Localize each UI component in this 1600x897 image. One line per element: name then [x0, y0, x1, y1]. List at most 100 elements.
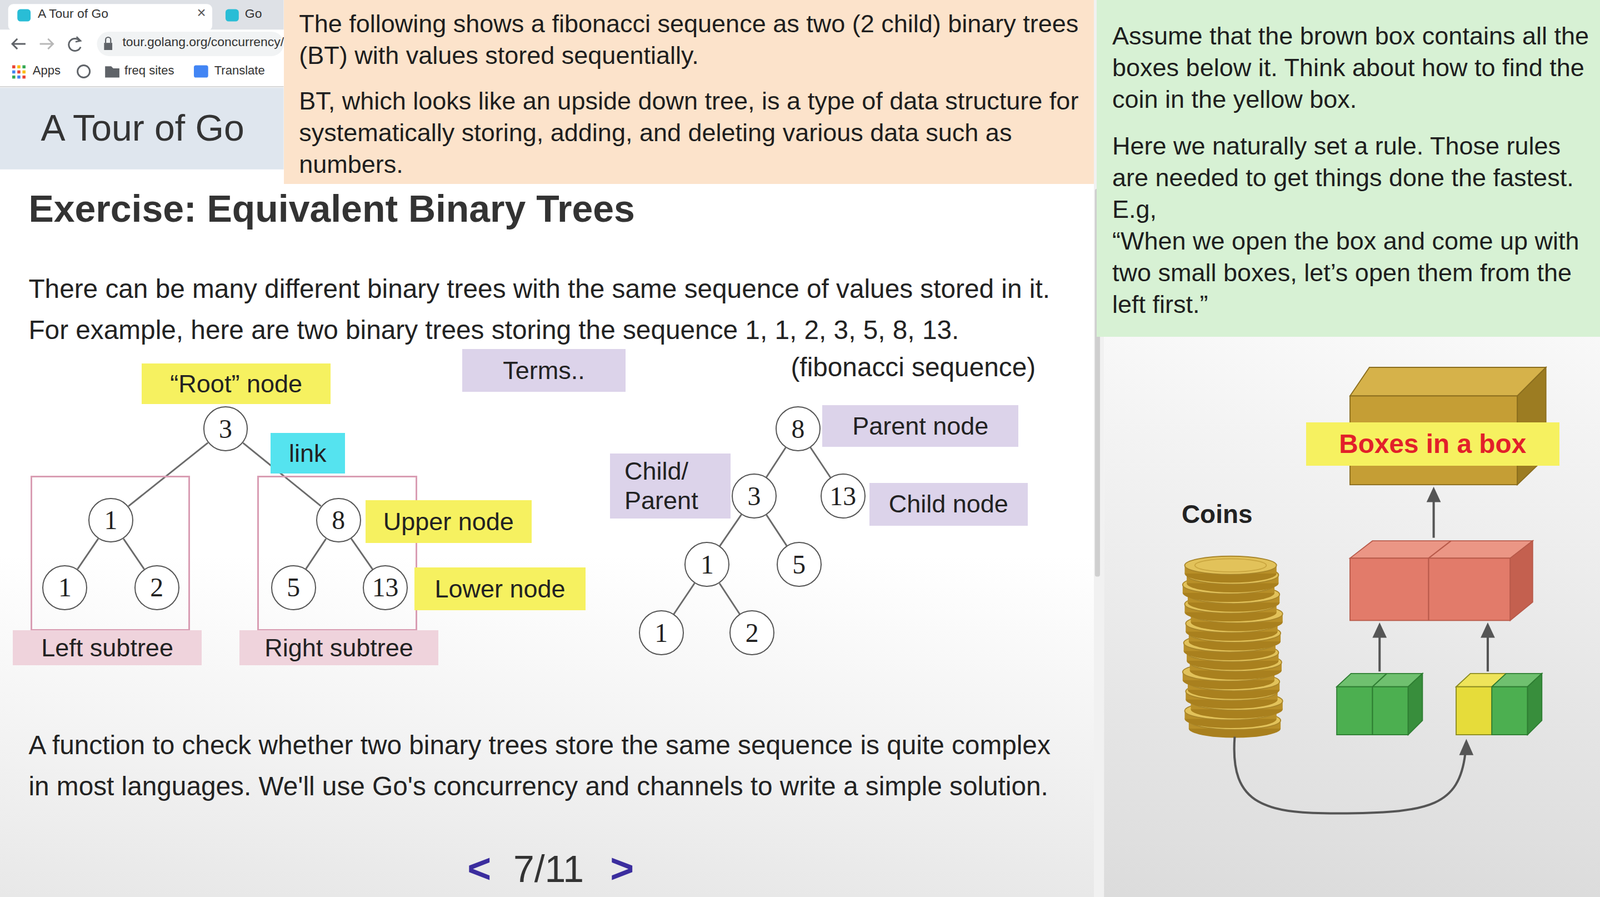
node-value: 13: [372, 573, 399, 601]
node-value: 1: [104, 506, 118, 534]
term-tag: Parent node: [822, 405, 1019, 447]
bookmark: freq sites: [124, 63, 174, 78]
tab-title: Go: [245, 6, 263, 22]
tree-link: [719, 582, 740, 614]
tree-link: [128, 442, 208, 507]
callout-text: Lower node: [434, 573, 565, 604]
red-box: [1350, 540, 1533, 558]
tree-node: 8: [316, 497, 362, 543]
green-box: [1336, 686, 1409, 735]
browser-chrome: [105, 37, 111, 43]
coin-stack: [1182, 556, 1283, 738]
callout-text: Child node: [888, 488, 1009, 519]
browser-chrome: [22, 70, 26, 74]
box-arrows: [1432, 500, 1435, 538]
tree-node: 1: [88, 497, 134, 543]
callout-tag: link: [270, 432, 345, 474]
note-text: Assume that the brown box contains all t…: [1112, 20, 1590, 116]
browser-chrome: [193, 65, 209, 78]
tree-link: [810, 447, 831, 478]
tree-link: [766, 514, 787, 546]
title-tag: Boxes in a box: [1306, 422, 1560, 465]
callout-tag: Lower node: [414, 567, 587, 610]
subtree-outline: Right subtree8513: [257, 475, 418, 631]
note-panel: The following shows a fibonacci sequence…: [283, 0, 1094, 184]
tree-node: 13: [362, 565, 408, 610]
node-value: 8: [331, 506, 345, 534]
red-box: [1510, 540, 1533, 620]
coin-stack: [1184, 556, 1277, 583]
callout-text: Terms..: [502, 355, 585, 386]
box-arrows: [1378, 634, 1381, 672]
term-tag: Child/ Parent: [610, 453, 731, 519]
body-text: There can be many different binary trees…: [28, 268, 1090, 350]
address-url: tour.golang.org/concurrency/: [122, 34, 284, 50]
node-value: 5: [286, 573, 300, 601]
callout-text: Parent node: [852, 411, 989, 442]
note-text: “When we open the box and come up with t…: [1112, 225, 1590, 321]
yellow-green-box: [1527, 673, 1543, 735]
browser-chrome: [22, 75, 26, 79]
box-arrows: [1486, 634, 1489, 672]
green-box: [1371, 686, 1373, 735]
box-arrows: [1480, 622, 1495, 638]
browser-chrome: [0, 0, 284, 87]
yellow-green-box: [1491, 686, 1528, 735]
box-arrows: [1234, 486, 1495, 814]
callout-text: link: [288, 438, 327, 469]
node-value: 8: [791, 415, 805, 443]
browser-chrome: [0, 86, 284, 88]
callout-tag: Upper node: [365, 500, 532, 543]
site-header: A Tour of Go: [40, 106, 244, 150]
note-text: BT, which looks like an upside down tree…: [298, 85, 1085, 181]
browser-chrome: [17, 75, 21, 79]
tree-node: 8: [775, 406, 821, 452]
illustration-label: Coins: [1181, 498, 1253, 530]
note-text: Here we naturally set a rule. Those rule…: [1112, 130, 1590, 226]
browser-chrome: [225, 9, 239, 22]
node-value: 3: [218, 415, 233, 443]
tree-node: 5: [776, 541, 822, 587]
box-arrows: [1459, 738, 1474, 755]
browser-chrome: [75, 36, 81, 42]
browser-chrome: [12, 38, 26, 49]
tree-link: [306, 538, 327, 569]
tree-node: 13: [820, 473, 866, 519]
body-text: A function to check whether two binary t…: [28, 724, 1069, 807]
tree-node: 2: [729, 610, 775, 655]
term-text: Child/ Parent: [624, 456, 721, 516]
yellow-green-box: [1456, 673, 1542, 735]
callout-text: “Root” node: [170, 368, 303, 399]
browser-chrome: [22, 65, 26, 69]
browser-chrome: [105, 66, 120, 78]
yellow-green-box: [1456, 686, 1492, 735]
browser-chrome: [12, 65, 16, 69]
term-tag: Child node: [869, 482, 1028, 526]
tree-node: 3: [203, 406, 249, 452]
tree-node: 5: [271, 565, 317, 610]
red-box: [1350, 557, 1510, 620]
callout-text: Boxes in a box: [1338, 427, 1527, 460]
tree-link: [77, 538, 99, 569]
browser-chrome: [40, 38, 54, 49]
green-box: [1336, 673, 1423, 735]
node-value: 1: [654, 619, 668, 647]
tree-link: [351, 538, 373, 569]
page-title: Exercise: Equivalent Binary Trees: [28, 186, 635, 230]
tab-title: A Tour of Go: [37, 6, 109, 22]
subtree-label: Left subtree: [12, 630, 202, 665]
tree-link: [123, 538, 144, 569]
tree-node: 1: [42, 565, 88, 610]
header-band: [0, 87, 284, 170]
subtree-outline: Left subtree112: [30, 475, 190, 631]
callout-tag: “Root” node: [141, 363, 331, 404]
note-panel: Assume that the brown box contains all t…: [1096, 0, 1600, 337]
browser-chrome: [17, 70, 21, 74]
red-box: [1427, 557, 1429, 620]
box-arrows: [1372, 622, 1387, 638]
node-value: 1: [58, 573, 72, 601]
browser-chrome: [12, 70, 16, 74]
browser-chrome: [17, 65, 21, 69]
tab-close: ×: [196, 3, 206, 22]
